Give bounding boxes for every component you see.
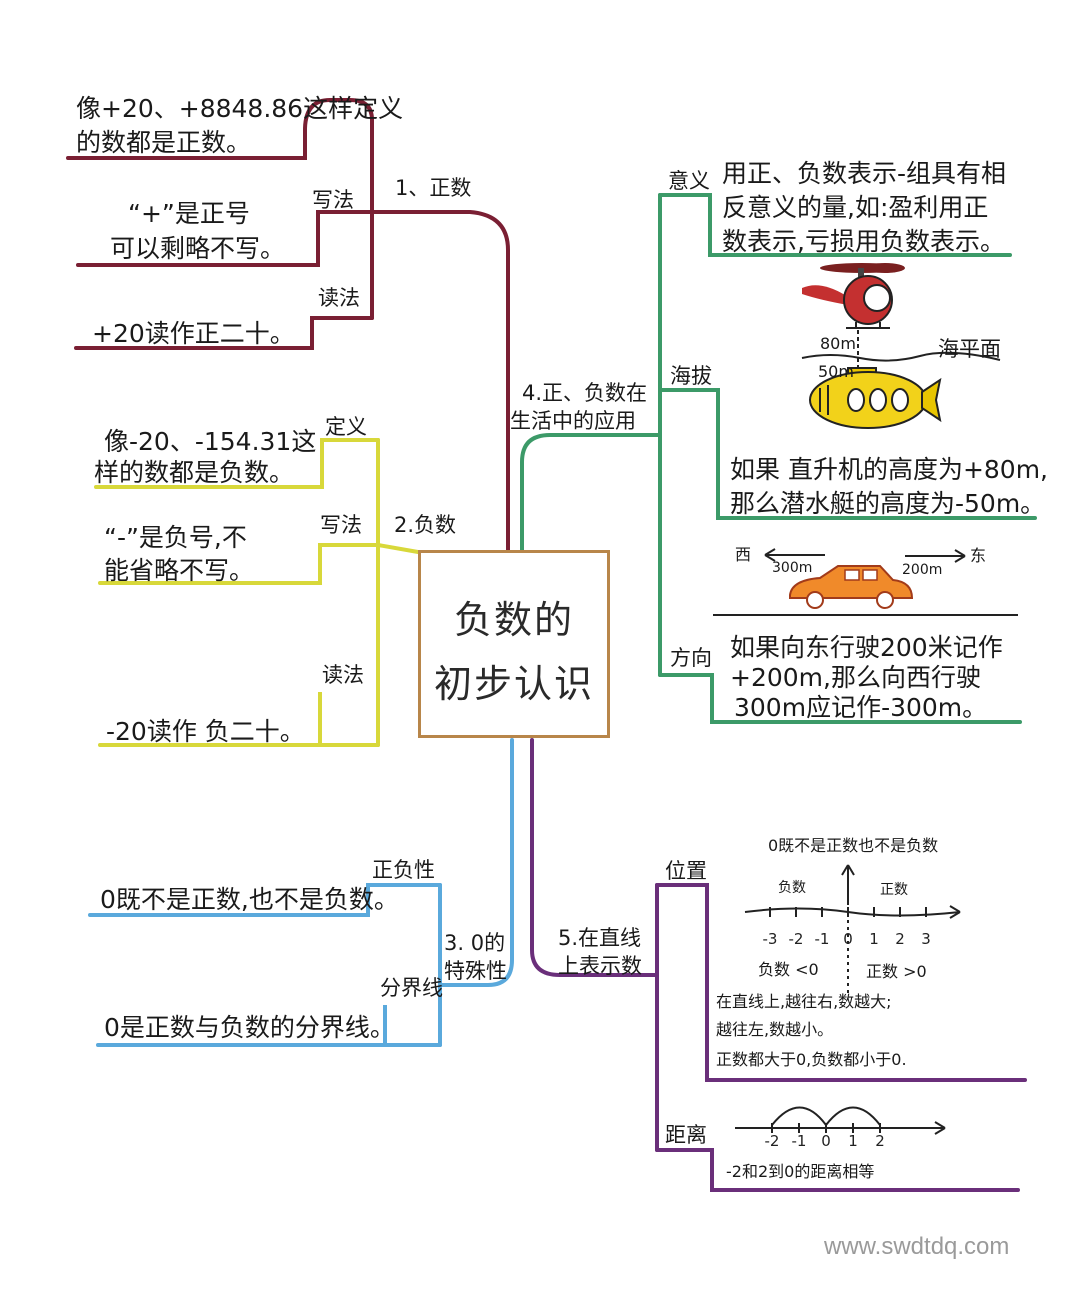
zero-branch-lines — [88, 738, 514, 1047]
distance-label: 距离 — [665, 1123, 707, 1147]
position-tick-label: -1 — [815, 930, 830, 948]
zero-sign-label: 正负性 — [372, 858, 435, 882]
position-tick-label: 1 — [869, 930, 879, 948]
position-line1: 在直线上,越往右,数越大; — [716, 992, 892, 1011]
life-altitude-line1: 如果 直升机的高度为+80m, — [730, 455, 1049, 484]
sea-level-diagram — [801, 330, 1001, 380]
negative-writing-line1: “-”是负号,不 — [104, 523, 247, 552]
direction-diagram — [713, 548, 1018, 616]
life-altitude-label: 海拔 — [670, 364, 712, 388]
negative-writing-line2: 能省略不写。 — [104, 556, 255, 585]
distance-tick-label: 1 — [848, 1132, 858, 1150]
positive-reading-text: +20读作正二十。 — [92, 319, 295, 348]
position-tick-label: 3 — [921, 930, 931, 948]
position-tick-label: -3 — [763, 930, 778, 948]
life-title-line2: 生活中的应用 — [510, 409, 636, 433]
numberline-title-line2: 上表示数 — [558, 954, 642, 978]
negative-definition-line1: 像-20、-154.31这 — [104, 427, 317, 456]
negative-definition-line2: 样的数都是负数。 — [94, 458, 295, 487]
positive-title: 1、正数 — [395, 176, 472, 200]
position-tick-label: -2 — [789, 930, 804, 948]
positive-branch-lines — [66, 98, 510, 552]
zero-boundary-text: 0是正数与负数的分界线。 — [104, 1013, 395, 1042]
numberline-title-line1: 5.在直线 — [558, 926, 642, 950]
zero-title-line1: 3. 0的 — [444, 931, 506, 955]
life-direction-line2: +200m,那么向西行驶 — [730, 663, 981, 692]
submarine-illustration — [809, 367, 942, 429]
life-meaning-line3: 数表示,亏损用负数表示。 — [722, 227, 1005, 256]
distance-tick-label: -2 — [765, 1132, 780, 1150]
east-label: 东 — [970, 546, 987, 565]
negative-writing-label: 写法 — [320, 513, 362, 537]
negative-region-label: 负数 — [778, 880, 806, 896]
distance-number-line — [735, 1106, 946, 1135]
life-meaning-line1: 用正、负数表示-组具有相 — [722, 159, 1007, 188]
life-branch-lines — [520, 193, 1037, 724]
position-line3: 正数都大于0,负数都小于0. — [716, 1050, 907, 1069]
positive-writing-line1: “+”是正号 — [128, 199, 250, 228]
heli-height-label: 80m — [820, 334, 856, 353]
center-title-line1: 负数的 — [453, 598, 574, 642]
life-meaning-line2: 反意义的量,如:盈利用正 — [722, 193, 989, 222]
car-illustration — [789, 565, 914, 609]
west-label: 西 — [735, 545, 752, 564]
life-direction-line3: 300m应记作-300m。 — [734, 693, 988, 722]
positive-writing-line2: 可以剩略不写。 — [110, 234, 286, 263]
positive-definition-line2: 的数都是正数。 — [76, 128, 252, 157]
negative-compare: 负数 <0 — [758, 960, 819, 979]
center-title-line2: 初步认识 — [433, 662, 594, 706]
east-distance-label: 200m — [902, 562, 943, 578]
zero-sign-text: 0既不是正数,也不是负数。 — [100, 885, 399, 914]
life-direction-label: 方向 — [670, 646, 712, 670]
distance-text: -2和2到0的距离相等 — [726, 1162, 875, 1181]
negative-reading-text: -20读作 负二十。 — [106, 717, 305, 746]
life-direction-line1: 如果向东行驶200米记作 — [730, 633, 1003, 662]
life-meaning-label: 意义 — [668, 169, 710, 193]
distance-tick-label: 2 — [875, 1132, 885, 1150]
west-distance-label: 300m — [772, 560, 813, 576]
sub-depth-label: 50m — [818, 362, 854, 381]
zero-title-line2: 特殊性 — [444, 959, 507, 983]
negative-title: 2.负数 — [394, 513, 457, 537]
positive-region-label: 正数 — [880, 882, 908, 898]
zero-note: 0既不是正数也不是负数 — [768, 836, 939, 855]
negative-definition-label: 定义 — [325, 415, 367, 439]
center-topic-box: 负数的 初步认识 — [418, 550, 610, 738]
life-altitude-line2: 那么潜水艇的高度为-50m。 — [730, 489, 1046, 518]
positive-writing-label: 写法 — [312, 188, 354, 212]
position-line2: 越往左,数越小。 — [716, 1020, 834, 1039]
positive-reading-label: 读法 — [318, 286, 360, 310]
distance-tick-label: -1 — [792, 1132, 807, 1150]
life-title-line1: 4.正、负数在 — [522, 381, 648, 405]
position-tick-label: 0 — [843, 930, 853, 948]
helicopter-illustration — [802, 263, 905, 329]
negative-branch-lines — [94, 438, 420, 747]
position-label: 位置 — [665, 859, 707, 883]
watermark: www.swdtdq.com — [824, 1233, 1010, 1260]
positive-definition-line1: 像+20、+8848.86这样定义 — [76, 94, 404, 123]
sea-level-label: 海平面 — [938, 337, 1001, 361]
distance-tick-label: 0 — [821, 1132, 831, 1150]
position-tick-label: 2 — [895, 930, 905, 948]
negative-reading-label: 读法 — [322, 663, 364, 687]
numberline-branch-lines — [530, 738, 1027, 1192]
positive-compare: 正数 >0 — [866, 962, 927, 981]
zero-boundary-label: 分界线 — [380, 976, 443, 1000]
